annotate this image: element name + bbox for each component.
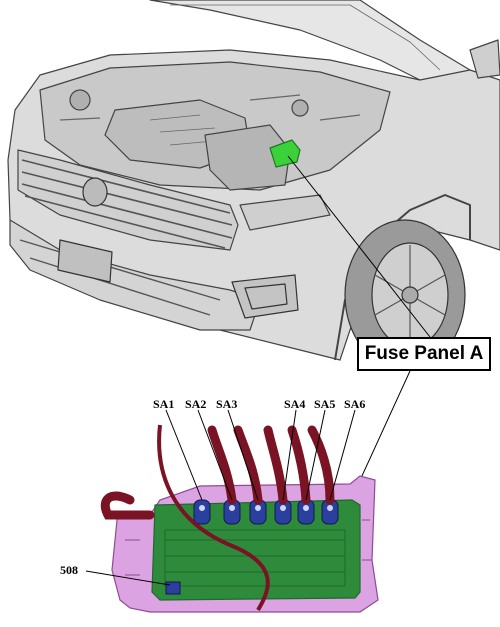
fuse-label-sa6: SA6: [344, 397, 366, 411]
circuit-board: [151, 499, 361, 601]
fog-light: [231, 274, 299, 319]
side-mirror: [469, 39, 500, 79]
callout-leader-top: [287, 155, 431, 338]
fuse-label-sa3: SA3: [216, 397, 238, 411]
board-recess: [164, 529, 346, 587]
headlight: [239, 194, 331, 231]
emblem: [82, 177, 108, 207]
fuse-label-sa2: SA2: [185, 397, 207, 411]
fuse-panel-highlight: [269, 139, 301, 168]
fuse-slot-sa1: [193, 499, 211, 525]
air-filter: [204, 124, 291, 191]
callout-label: Fuse Panel A: [364, 343, 484, 364]
fuse-label-sa4: SA4: [284, 397, 306, 411]
main-cable: [157, 424, 270, 612]
fuse-label-sa5: SA5: [314, 397, 336, 411]
fuse-panel-detail: [100, 424, 379, 613]
fuse-label-leaders: [85, 409, 356, 586]
connector-508: [165, 581, 181, 595]
fuse-panel-a-callout: Fuse Panel A: [357, 337, 491, 371]
battery-cables: [100, 425, 335, 520]
connector-label-508: 508: [60, 563, 78, 577]
license-plate: [57, 239, 113, 283]
vehicle-illustration: [7, 0, 500, 371]
fuse-row: [193, 499, 339, 525]
fuse-label-sa1: SA1: [153, 397, 175, 411]
